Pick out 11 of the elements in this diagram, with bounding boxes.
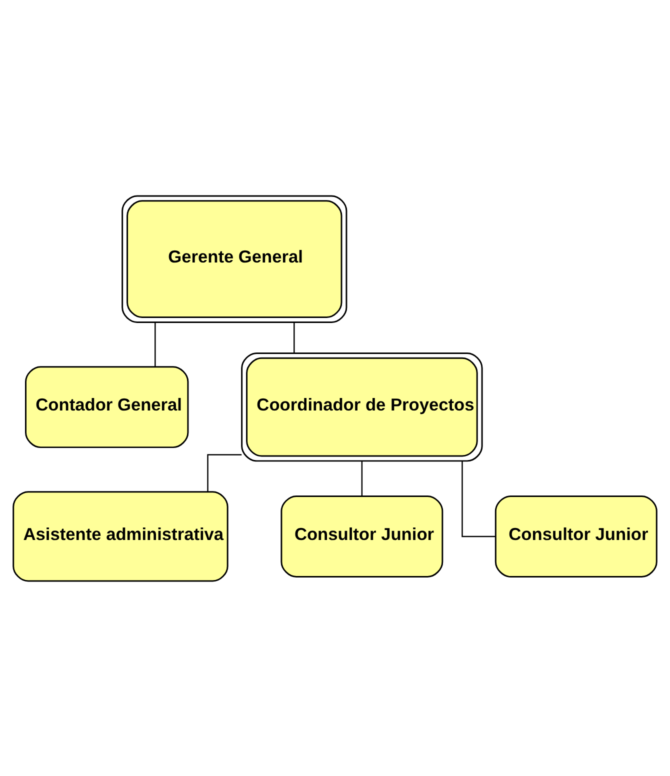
node-box: Asistente administrativa xyxy=(12,490,228,582)
connector xyxy=(462,460,496,537)
node-box: Gerente General xyxy=(122,194,348,322)
connector xyxy=(294,322,295,352)
connector xyxy=(361,460,363,496)
node-box: Coordinador de Proyectos xyxy=(241,352,483,462)
connector xyxy=(154,322,156,366)
node-box: Consultor Junior xyxy=(280,494,444,577)
connector xyxy=(207,454,242,492)
node-box: Consultor Junior xyxy=(494,494,658,577)
node-box: Contador General xyxy=(25,366,189,448)
